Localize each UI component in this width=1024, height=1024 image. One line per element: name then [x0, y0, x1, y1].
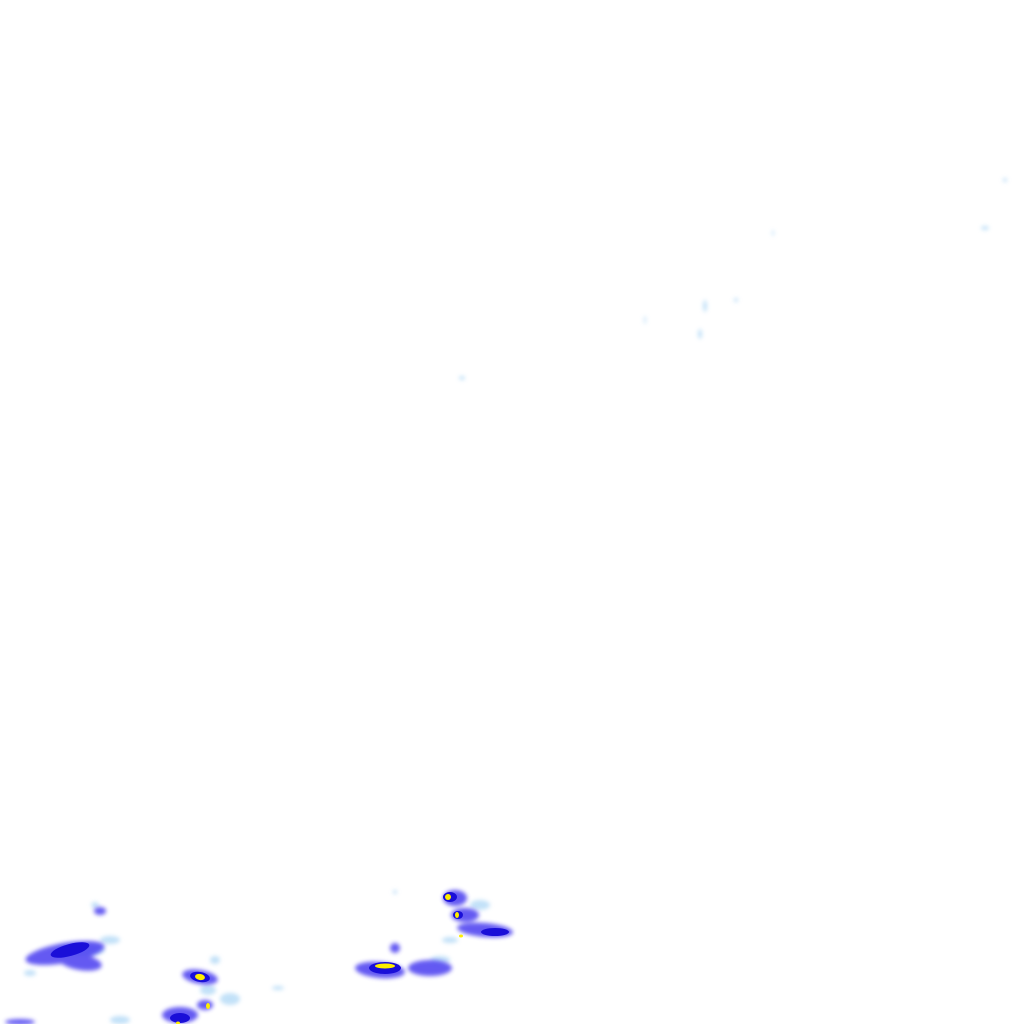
light-rain-cell — [459, 376, 465, 380]
light-rain-cell — [91, 902, 99, 908]
moderate-rain-cell — [58, 953, 102, 971]
heavy-rain-core — [50, 942, 90, 958]
light-rain-cell — [1003, 178, 1007, 182]
light-rain-cell — [272, 986, 284, 990]
heavy-rain-core — [481, 928, 509, 936]
moderate-rain-cell — [390, 943, 400, 953]
light-rain-cell — [644, 316, 646, 324]
intense-rain-core — [195, 973, 205, 981]
intense-rain-core — [459, 934, 463, 938]
intense-rain-core — [176, 1021, 180, 1024]
light-rain-cell — [981, 226, 989, 230]
light-rain-cell — [698, 329, 702, 339]
light-rain-cell — [210, 956, 220, 964]
light-rain-cell — [703, 300, 707, 312]
intense-rain-core — [375, 963, 395, 969]
moderate-rain-cell — [197, 1000, 213, 1010]
moderate-rain-cell — [5, 1019, 35, 1024]
heavy-rain-core — [170, 1013, 190, 1023]
light-rain-cell — [110, 1016, 130, 1024]
light-rain-cell — [100, 936, 120, 944]
light-rain-cell — [24, 970, 36, 976]
light-rain-cell — [772, 230, 774, 236]
light-rain-cell — [442, 937, 458, 943]
light-rain-cell — [734, 298, 738, 302]
moderate-rain-cell — [94, 907, 106, 915]
intense-rain-core — [455, 912, 459, 918]
light-rain-cell — [220, 993, 240, 1005]
intense-rain-core — [445, 894, 451, 900]
light-rain-cell — [200, 985, 216, 995]
intense-rain-core — [206, 1003, 210, 1009]
light-rain-cell — [470, 900, 490, 910]
moderate-rain-cell — [408, 960, 452, 976]
light-rain-cell — [393, 890, 397, 894]
